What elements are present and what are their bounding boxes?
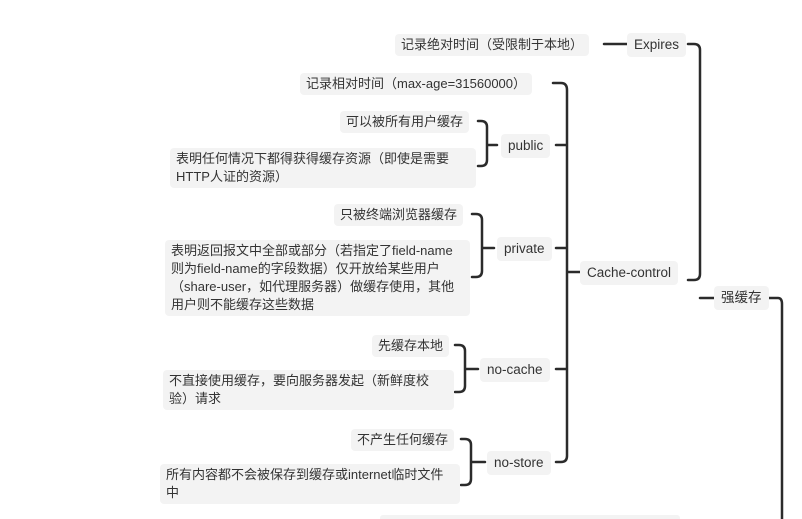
public-node[interactable]: public [501,134,551,158]
max-age-node[interactable]: 记录相对时间（max-age=31560000） [300,73,533,95]
no-store-node[interactable]: no-store [487,451,551,475]
offscreen-node-edge [380,515,680,519]
connector-cache-control-spine [551,81,582,464]
root-node[interactable]: 强缓存 [714,286,769,310]
connector-private [470,212,496,279]
expires-detail-node[interactable]: 记录绝对时间（受限制于本地） [395,34,590,56]
expires-node[interactable]: Expires [627,33,687,57]
private-child-1[interactable]: 只被终端浏览器缓存 [334,204,464,226]
no-cache-node[interactable]: no-cache [480,358,550,382]
no-store-child-2[interactable]: 所有内容都不会被保存到缓存或internet临时文件中 [160,464,460,504]
no-cache-child-1[interactable]: 先缓存本地 [372,335,450,357]
private-node[interactable]: private [497,237,552,261]
no-store-child-1[interactable]: 不产生任何缓存 [351,429,455,451]
connector-no-cache [453,343,480,394]
public-child-1[interactable]: 可以被所有用户缓存 [340,111,470,133]
private-child-2[interactable]: 表明返回报文中全部或部分（若指定了field-name则为field-name的… [165,240,470,316]
connector-no-store [459,437,487,487]
no-cache-child-2[interactable]: 不直接使用缓存，要向服务器发起（新鲜度校验）请求 [163,370,454,410]
cache-control-node[interactable]: Cache-control [580,261,679,285]
connector-root-right [766,296,784,519]
connector-public [476,119,499,168]
connector-root-spine [686,42,717,300]
public-child-2[interactable]: 表明任何情况下都得获得缓存资源（即使是需要HTTP人证的资源） [170,148,476,188]
